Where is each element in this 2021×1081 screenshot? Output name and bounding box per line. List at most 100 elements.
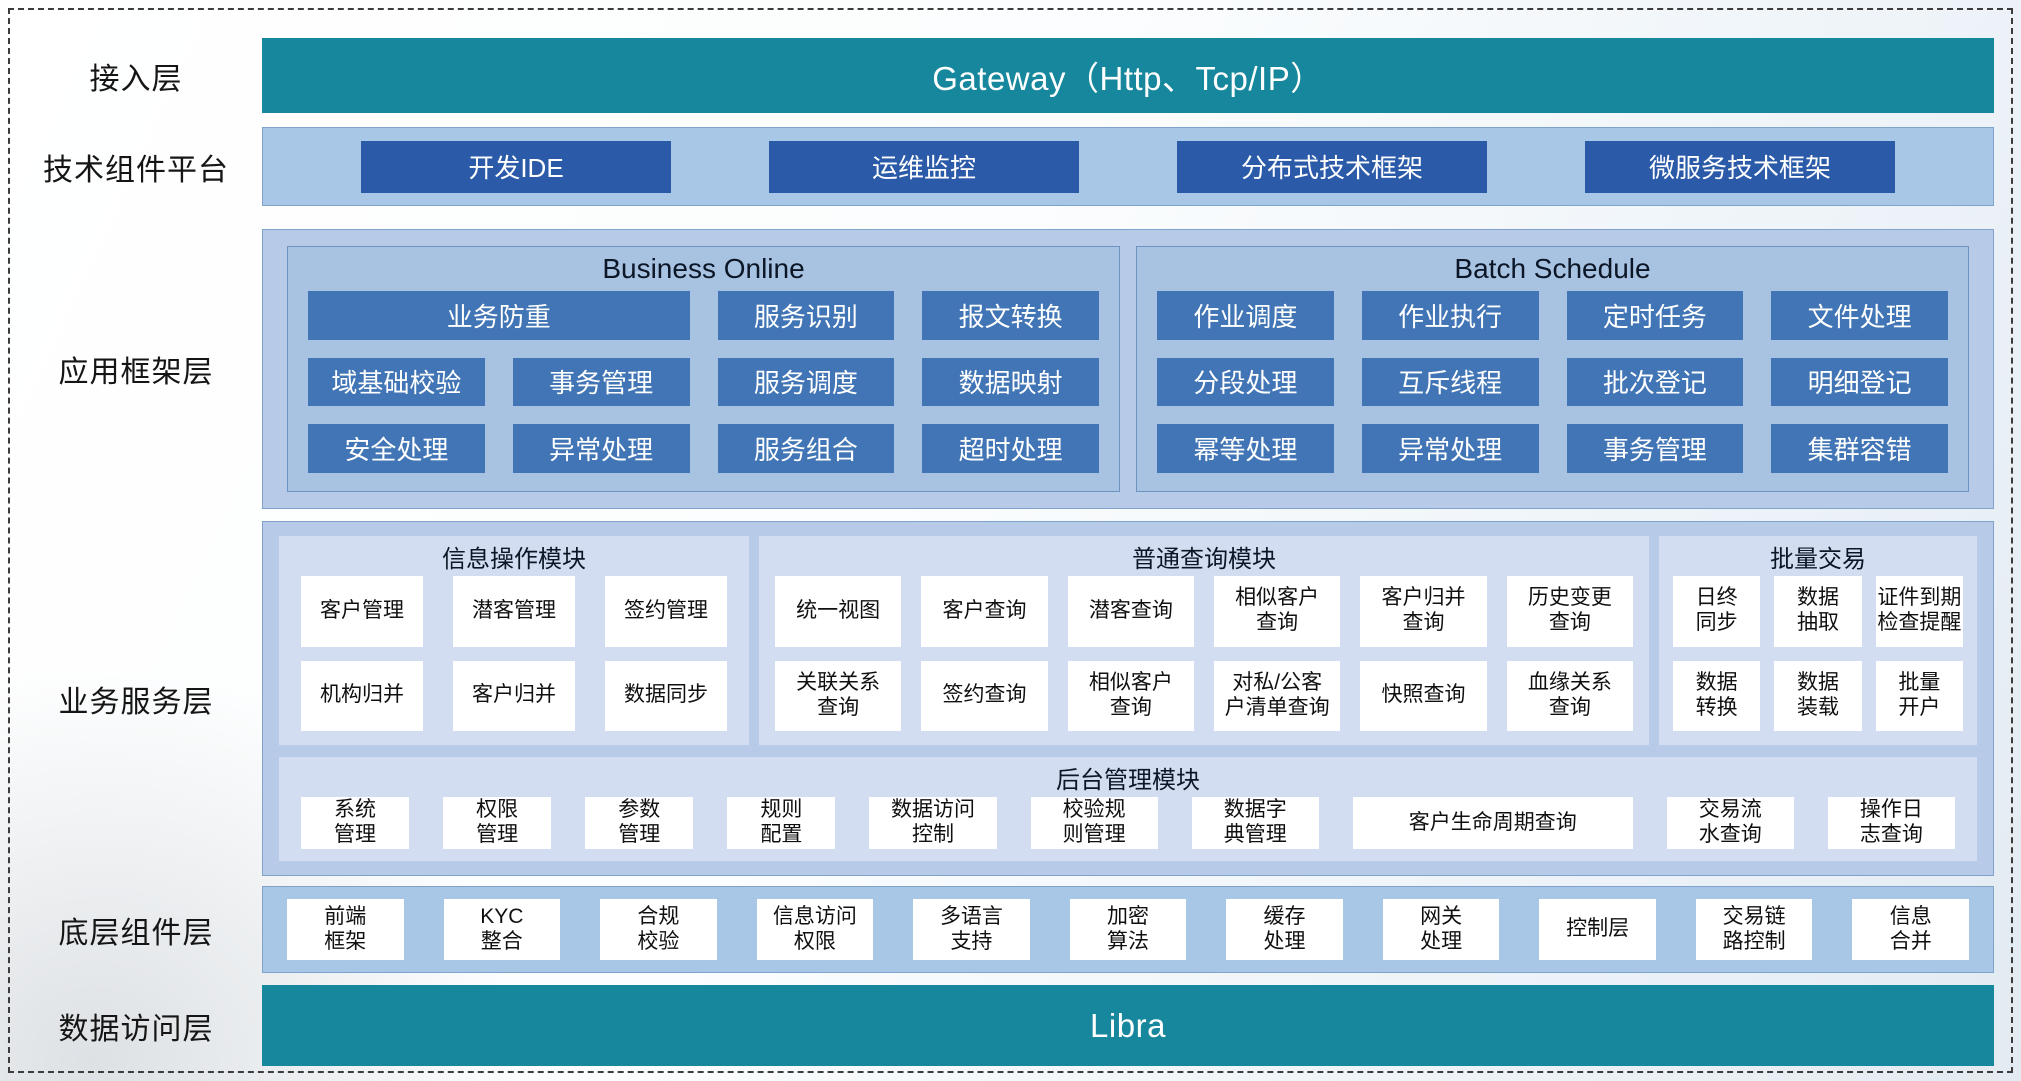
service-cell: 快照查询 [1360, 660, 1487, 731]
common-query-module: 普通查询模块 统一视图 客户查询 潜客查询 相似客户 查询 客户归并 查询 历史… [759, 536, 1649, 745]
service-cell: 潜客查询 [1067, 576, 1194, 647]
admin-management-title: 后台管理模块 [1056, 766, 1200, 794]
business-online-title: Business Online [602, 253, 805, 284]
framework-button: 幂等处理 [1157, 424, 1334, 473]
component-cell: 合规 校验 [600, 899, 717, 960]
layer-app-framework: 应用框架层 Business Online 业务防重 服务识别 报文转换 域基础… [10, 229, 1994, 509]
service-cell: 签约查询 [921, 660, 1048, 731]
service-cell: 数据访问 控制 [869, 797, 997, 849]
service-cell: 客户生命周期查询 [1352, 797, 1633, 849]
framework-button: 业务防重 [308, 291, 690, 340]
gateway-banner: Gateway（Http、Tcp/IP） [262, 38, 1994, 113]
component-cell: 网关 处理 [1382, 899, 1500, 960]
framework-button: 文件处理 [1771, 291, 1948, 340]
component-cell: 交易链 路控制 [1695, 899, 1813, 960]
tech-platform-band: 开发IDE 运维监控 分布式技术框架 微服务技术框架 [262, 127, 1994, 206]
tech-item-microservice-framework: 微服务技术框架 [1585, 140, 1895, 193]
batch-transaction-title: 批量交易 [1770, 545, 1866, 573]
common-query-grid: 统一视图 客户查询 潜客查询 相似客户 查询 客户归并 查询 历史变更 查询 关… [759, 576, 1649, 745]
component-cell: 控制层 [1539, 899, 1656, 960]
service-cell: 系统 管理 [301, 797, 410, 849]
base-components-band: 前端 框架 KYC 整合 合规 校验 信息访问 权限 多语言 支持 加密 算法 … [262, 886, 1994, 973]
tech-item-ops-monitor: 运维监控 [769, 140, 1079, 193]
service-cell: 客户管理 [301, 576, 423, 647]
layer-business-service: 业务服务层 信息操作模块 客户管理 潜客管理 签约管理 机构归并 客户归并 数据… [10, 521, 1994, 876]
service-cell: 签约管理 [605, 576, 727, 647]
tech-item-distributed-framework: 分布式技术框架 [1177, 140, 1487, 193]
service-cell: 交易流 水查询 [1666, 797, 1794, 849]
app-framework-band: Business Online 业务防重 服务识别 报文转换 域基础校验 事务管… [262, 229, 1994, 509]
component-cell: 加密 算法 [1069, 899, 1187, 960]
framework-button: 集群容错 [1771, 424, 1948, 473]
framework-button: 服务调度 [717, 357, 895, 407]
component-cell: 信息 合并 [1852, 899, 1969, 960]
service-cell: 证件到期 检查提醒 [1875, 576, 1963, 647]
batch-transaction-module: 批量交易 日终 同步 数据 抽取 证件到期 检查提醒 数据 转换 数据 装载 批… [1659, 536, 1977, 745]
component-cell: 前端 框架 [287, 899, 404, 960]
framework-button: 安全处理 [308, 424, 485, 473]
info-operation-module: 信息操作模块 客户管理 潜客管理 签约管理 机构归并 客户归并 数据同步 [279, 536, 749, 745]
framework-button: 异常处理 [512, 424, 690, 473]
service-cell: 关联关系 查询 [775, 660, 902, 731]
component-cell: 多语言 支持 [913, 899, 1030, 960]
service-cell: 机构归并 [301, 660, 423, 731]
layer-base-components: 底层组件层 前端 框架 KYC 整合 合规 校验 信息访问 权限 多语言 支持 … [10, 886, 1994, 973]
service-cell: 历史变更 查询 [1506, 576, 1633, 647]
batch-schedule-panel: Batch Schedule 作业调度 作业执行 定时任务 文件处理 分段处理 … [1136, 246, 1969, 492]
layer-data-access: 数据访问层 Libra [10, 985, 1994, 1066]
framework-button: 分段处理 [1157, 357, 1334, 407]
framework-button: 事务管理 [512, 357, 690, 407]
service-cell: 统一视图 [775, 576, 902, 647]
component-cell: 信息访问 权限 [756, 899, 874, 960]
libra-banner: Libra [262, 985, 1994, 1066]
info-operation-title: 信息操作模块 [442, 545, 586, 573]
batch-transaction-grid: 日终 同步 数据 抽取 证件到期 检查提醒 数据 转换 数据 装载 批量 开户 [1659, 576, 1977, 745]
tech-item-dev-ide: 开发IDE [361, 140, 671, 193]
business-service-band: 信息操作模块 客户管理 潜客管理 签约管理 机构归并 客户归并 数据同步 普通查… [262, 521, 1994, 876]
service-cell: 权限 管理 [443, 797, 552, 849]
service-cell: 操作日 志查询 [1827, 797, 1955, 849]
framework-button: 服务组合 [717, 424, 895, 473]
service-cell: 数据字 典管理 [1191, 797, 1319, 849]
framework-button: 数据映射 [922, 357, 1099, 407]
service-cell: 数据 装载 [1774, 660, 1862, 731]
service-cell: 批量 开户 [1875, 660, 1963, 731]
architecture-diagram: 接入层 Gateway（Http、Tcp/IP） 技术组件平台 开发IDE 运维… [10, 38, 1994, 1066]
framework-button: 超时处理 [922, 424, 1099, 473]
admin-management-module: 后台管理模块 系统 管理 权限 管理 参数 管理 规则 配置 数据访问 控制 校… [279, 757, 1977, 861]
admin-management-grid: 系统 管理 权限 管理 参数 管理 规则 配置 数据访问 控制 校验规 则管理 … [279, 797, 1977, 861]
business-online-grid: 业务防重 服务识别 报文转换 域基础校验 事务管理 服务调度 数据映射 安全处理… [288, 291, 1119, 491]
layer-access: 接入层 Gateway（Http、Tcp/IP） [10, 38, 1994, 113]
service-modules-row: 信息操作模块 客户管理 潜客管理 签约管理 机构归并 客户归并 数据同步 普通查… [279, 536, 1977, 745]
layer-tech-platform: 技术组件平台 开发IDE 运维监控 分布式技术框架 微服务技术框架 [10, 127, 1994, 206]
layer-label-base-components: 底层组件层 [58, 916, 214, 950]
framework-button: 异常处理 [1361, 424, 1539, 473]
info-operation-grid: 客户管理 潜客管理 签约管理 机构归并 客户归并 数据同步 [279, 576, 749, 745]
framework-button: 明细登记 [1771, 357, 1948, 407]
service-cell: 参数 管理 [585, 797, 694, 849]
service-cell: 客户归并 [453, 660, 575, 731]
component-cell: KYC 整合 [443, 899, 561, 960]
layer-label-business-service: 业务服务层 [58, 685, 214, 719]
batch-schedule-grid: 作业调度 作业执行 定时任务 文件处理 分段处理 互斥线程 批次登记 明细登记 … [1137, 291, 1968, 491]
layer-label-app-framework: 应用框架层 [58, 356, 214, 389]
framework-button: 定时任务 [1566, 291, 1744, 340]
framework-button: 域基础校验 [308, 357, 485, 407]
service-cell: 对私/公客 户清单查询 [1214, 660, 1341, 731]
service-cell: 客户查询 [921, 576, 1048, 647]
service-cell: 潜客管理 [453, 576, 575, 647]
component-cell: 缓存 处理 [1226, 899, 1343, 960]
service-cell: 校验规 则管理 [1030, 797, 1158, 849]
layer-label-data-access: 数据访问层 [58, 1012, 214, 1046]
service-cell: 日终 同步 [1673, 576, 1761, 647]
framework-button: 作业调度 [1157, 291, 1334, 340]
service-cell: 数据 转换 [1673, 660, 1761, 731]
layer-label-tech-platform: 技术组件平台 [43, 153, 229, 187]
service-cell: 相似客户 查询 [1067, 660, 1194, 731]
framework-button: 报文转换 [922, 291, 1099, 340]
framework-button: 互斥线程 [1361, 357, 1539, 407]
framework-button: 事务管理 [1566, 424, 1744, 473]
service-cell: 数据同步 [605, 660, 727, 731]
framework-button: 作业执行 [1361, 291, 1539, 340]
service-cell: 相似客户 查询 [1214, 576, 1341, 647]
